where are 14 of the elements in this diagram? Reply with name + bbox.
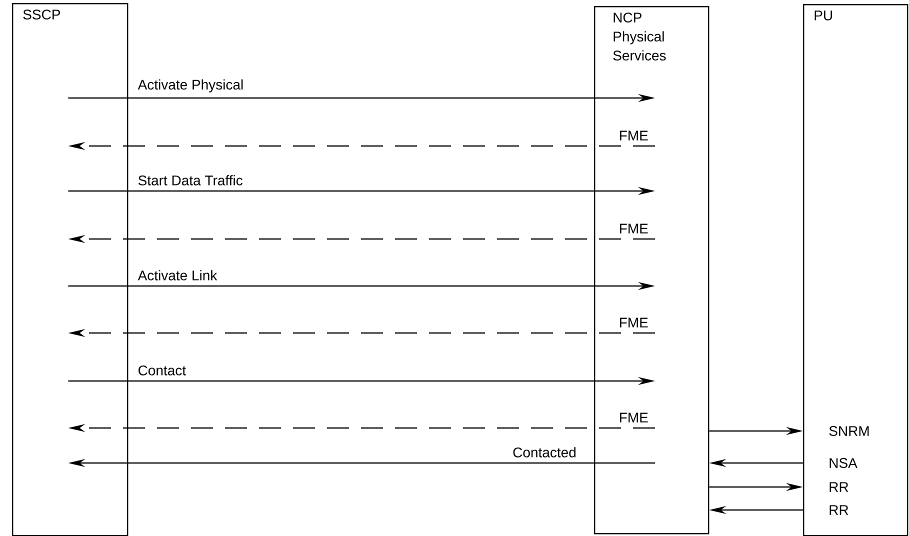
edge-label: Activate Physical bbox=[138, 79, 243, 92]
edge-label: Contacted bbox=[513, 447, 576, 458]
edge-label: FME bbox=[620, 224, 648, 234]
edge-label: RR bbox=[830, 482, 848, 492]
edge-label: FME bbox=[620, 318, 648, 328]
edge-label: Start Data Traffic bbox=[138, 175, 242, 186]
lifeline-box: SSCP bbox=[12, 3, 128, 536]
edge-label: NSA bbox=[830, 458, 858, 468]
edge-label: FME bbox=[620, 412, 648, 422]
edge-label: Activate Link bbox=[138, 270, 218, 280]
edge-label: RR bbox=[830, 505, 848, 515]
edge-label: FME bbox=[620, 130, 648, 140]
edge-label: SNRM bbox=[829, 426, 869, 436]
edge-label: Contact bbox=[138, 365, 186, 376]
